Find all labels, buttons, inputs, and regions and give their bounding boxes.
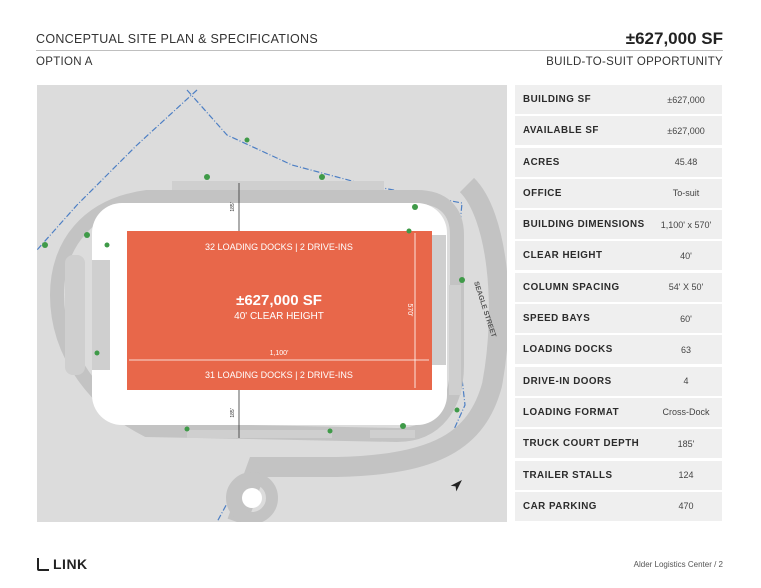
opportunity-label: BUILD-TO-SUIT OPPORTUNITY: [546, 56, 723, 68]
spec-value: 45.48: [674, 157, 698, 168]
clear-height-label: 40' CLEAR HEIGHT: [234, 311, 324, 322]
spec-value: ±627,000: [667, 125, 705, 136]
spec-label: BUILDING SF: [523, 94, 592, 105]
spec-label: DRIVE-IN DOORS: [523, 375, 612, 387]
parking-east-2: [449, 285, 461, 395]
spec-label: COLUMN SPACING: [523, 281, 620, 293]
spec-label: LOADING FORMAT: [523, 406, 620, 418]
option-label: OPTION A: [36, 56, 93, 68]
spec-row: SPEED BAYS 60': [515, 304, 722, 334]
spec-value: 4: [683, 376, 689, 387]
depth-dimension-label: 570': [406, 303, 413, 316]
site-plan-map: 32 LOADING DOCKS | 2 DRIVE-INS ±627,000 …: [37, 85, 507, 522]
spec-label: ACRES: [523, 156, 560, 168]
docks-top-label: 32 LOADING DOCKS | 2 DRIVE-INS: [205, 242, 353, 252]
spec-value: ±627,000: [667, 94, 705, 105]
spec-label: TRUCK COURT DEPTH: [523, 438, 640, 450]
building-footprint: [127, 231, 432, 390]
spec-label: SPEED BAYS: [523, 313, 591, 325]
truck-court-top-label: 185': [230, 202, 236, 211]
parking-bottom-right: [370, 430, 415, 438]
truck-court-bottom-label: 185': [230, 408, 236, 417]
spec-value: 63: [680, 344, 691, 355]
spec-value: 40': [680, 250, 692, 261]
spec-value: 185': [677, 438, 695, 449]
header-title: CONCEPTUAL SITE PLAN & SPECIFICATIONS: [36, 32, 318, 46]
spec-value: 54' X 50': [668, 282, 704, 293]
spec-row: LOADING DOCKS 63: [515, 335, 722, 365]
site-plan-svg: 32 LOADING DOCKS | 2 DRIVE-INS ±627,000 …: [37, 89, 507, 522]
parking-top: [172, 181, 384, 190]
page-footer: Alder Logistics Center / 2: [633, 560, 723, 569]
spec-label: OFFICE: [523, 187, 562, 199]
parking-bottom: [187, 430, 332, 438]
spec-value: 124: [678, 470, 694, 481]
spec-row: BUILDING DIMENSIONS 1,100' x 570': [515, 210, 722, 240]
roundabout-island: [242, 488, 262, 508]
spec-row: OFFICE To-suit: [515, 178, 722, 208]
trees: [42, 137, 465, 434]
parking-east: [432, 235, 446, 365]
header-size: ±627,000 SF: [625, 29, 723, 48]
spec-value: To-suit: [672, 188, 700, 199]
north-arrow-icon: [450, 480, 462, 492]
spec-row: BUILDING SF ±627,000: [515, 85, 722, 114]
spec-label: TRAILER STALLS: [523, 469, 613, 481]
spec-row: CAR PARKING 470: [515, 491, 722, 521]
building-size-label: ±627,000 SF: [236, 292, 322, 309]
spec-value: 60': [680, 313, 692, 324]
logo-text: LINK: [53, 556, 88, 572]
link-logo-icon: [37, 558, 49, 571]
spec-label: BUILDING DIMENSIONS: [523, 219, 645, 231]
spec-value: 1,100' x 570': [660, 219, 712, 230]
spec-row: TRAILER STALLS 124: [515, 460, 722, 490]
spec-label: CLEAR HEIGHT: [523, 250, 603, 262]
link-logo: LINK: [36, 556, 88, 572]
spec-row: LOADING FORMAT Cross-Dock: [515, 397, 722, 427]
spec-row: TRUCK COURT DEPTH 185': [515, 429, 722, 459]
parking-west-inner: [92, 260, 110, 370]
spec-row: ACRES 45.48: [515, 147, 722, 177]
docks-bottom-label: 31 LOADING DOCKS | 2 DRIVE-INS: [205, 370, 353, 380]
spec-label: CAR PARKING: [523, 500, 597, 512]
spec-row: COLUMN SPACING 54' X 50': [515, 272, 722, 302]
spec-row: AVAILABLE SF ±627,000: [515, 116, 722, 146]
header-divider: [36, 50, 723, 51]
parking-west: [65, 255, 85, 375]
width-dimension-label: 1,100': [270, 350, 289, 357]
spec-row: CLEAR HEIGHT 40': [515, 241, 722, 271]
spec-row: DRIVE-IN DOORS 4: [515, 366, 722, 396]
spec-value: Cross-Dock: [662, 407, 710, 418]
roundabout: [226, 472, 278, 522]
spec-label: LOADING DOCKS: [523, 344, 613, 356]
spec-label: AVAILABLE SF: [523, 125, 599, 137]
seagle-street-road: [227, 177, 507, 522]
spec-value: 470: [678, 501, 694, 512]
